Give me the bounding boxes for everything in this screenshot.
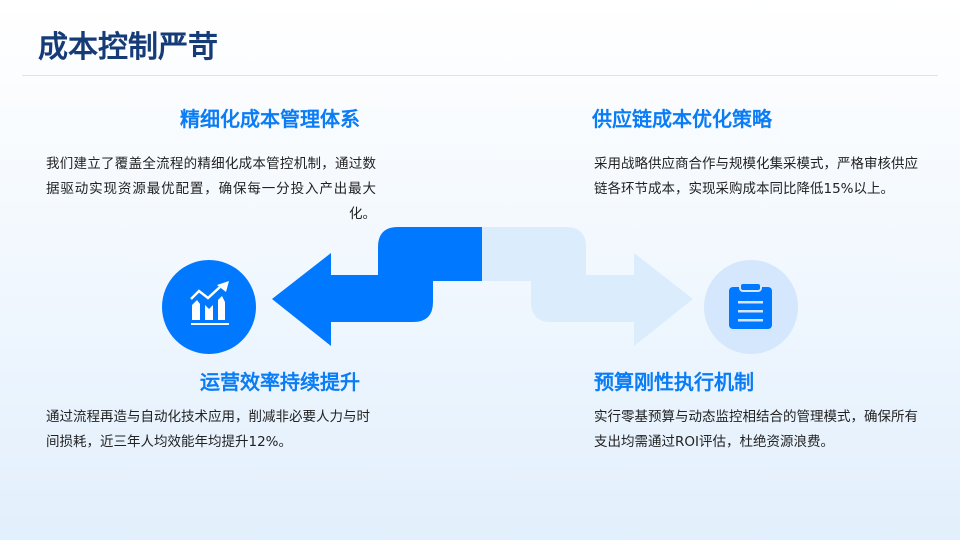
heading-cost-management: 精细化成本管理体系 [180,107,360,131]
text-efficiency: 通过流程再造与自动化技术应用，削减非必要人力与时间损耗，近三年人均效能年均提升1… [46,409,370,450]
text-budget: 实行零基预算与动态监控相结合的管理模式，确保所有支出均需通过ROI评估，杜绝资源… [594,409,918,450]
page-title: 成本控制严苛 [38,30,218,65]
text-supply-chain: 采用战略供应商合作与规模化集采模式，严格审核供应链各环节成本，实现采购成本同比降… [594,156,918,197]
heading-supply-chain: 供应链成本优化策略 [592,107,772,131]
right-arrow [482,227,693,346]
chart-growth-icon [162,260,256,354]
heading-efficiency: 运营效率持续提升 [200,370,360,394]
divider [22,75,938,76]
heading-budget: 预算刚性执行机制 [594,370,754,394]
left-arrow [272,227,482,346]
clipboard-icon [704,260,798,354]
text-cost-management: 我们建立了覆盖全流程的精细化成本管控机制，通过数据驱动实现资源最优配置，确保每一… [46,156,376,222]
